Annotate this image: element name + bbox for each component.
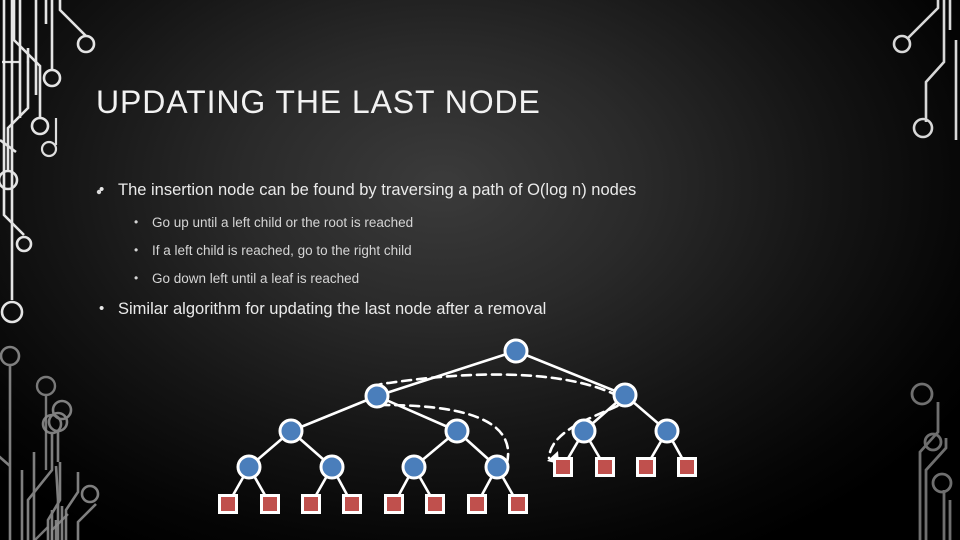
tree-leaf-leaf-5 <box>384 494 404 514</box>
bullet-item-2: • Similar algorithm for updating the las… <box>96 299 816 319</box>
tree-edge <box>375 349 518 398</box>
bullet-item-1: • The insertion node can be found by tra… <box>96 180 816 200</box>
tree-edge <box>514 349 627 397</box>
bullet-list: • The insertion node can be found by tra… <box>96 180 816 333</box>
tree-node-root <box>503 338 529 364</box>
tree-leaf-leaf-1 <box>218 494 238 514</box>
tree-leaf-leaf-11 <box>636 457 656 477</box>
bullet-marker: • <box>134 271 139 285</box>
bullet-text: Go up until a left child or the root is … <box>152 215 414 230</box>
tree-leaf-leaf-3 <box>301 494 321 514</box>
tree-leaf-leaf-4 <box>342 494 362 514</box>
tree-node-n-r <box>612 382 638 408</box>
sub-bullet-list: • Go up until a left child or the root i… <box>132 214 816 287</box>
tree-node-n-lll <box>236 454 262 480</box>
tree-edge <box>289 394 379 433</box>
tree-leaf-leaf-6 <box>425 494 445 514</box>
tree-internal-nodes <box>236 338 680 480</box>
sub-bullet-item-2: • If a left child is reached, go to the … <box>132 242 816 259</box>
bullet-marker: • <box>99 181 105 198</box>
tree-leaf-leaf-12 <box>677 457 697 477</box>
tree-node-n-llr <box>319 454 345 480</box>
tree-leaf-leaf-8 <box>508 494 528 514</box>
tree-leaf-leaf-10 <box>595 457 615 477</box>
sub-bullet-item-1: • Go up until a left child or the root i… <box>132 214 816 231</box>
tree-node-n-rr <box>654 418 680 444</box>
dashed-traversal-path <box>369 373 630 465</box>
traversal-path-line <box>369 373 630 465</box>
tree-leaf-leaf-2 <box>260 494 280 514</box>
tree-node-n-lr <box>444 418 470 444</box>
bullet-text: Similar algorithm for updating the last … <box>118 300 547 318</box>
tree-node-n-ll <box>278 418 304 444</box>
bullet-text: The insertion node can be found by trave… <box>118 181 637 199</box>
bullet-text: Go down left until a leaf is reached <box>152 271 360 286</box>
sub-bullet-item-3: • Go down left until a leaf is reached <box>132 270 816 287</box>
tree-node-n-lrr <box>484 454 510 480</box>
tree-leaf-leaf-9 <box>553 457 573 477</box>
bullet-marker: • <box>134 215 139 229</box>
tree-node-n-lrl <box>401 454 427 480</box>
tree-leaf-nodes <box>218 457 697 514</box>
tree-leaf-leaf-7 <box>467 494 487 514</box>
bullet-marker: • <box>99 300 105 317</box>
bullet-marker: • <box>134 243 139 257</box>
tree-node-n-l <box>364 383 390 409</box>
tree-node-n-rl <box>571 418 597 444</box>
bullet-text: If a left child is reached, go to the ri… <box>152 243 412 258</box>
tree-edge <box>375 394 459 433</box>
page-title: UPDATING THE LAST NODE <box>96 84 541 120</box>
